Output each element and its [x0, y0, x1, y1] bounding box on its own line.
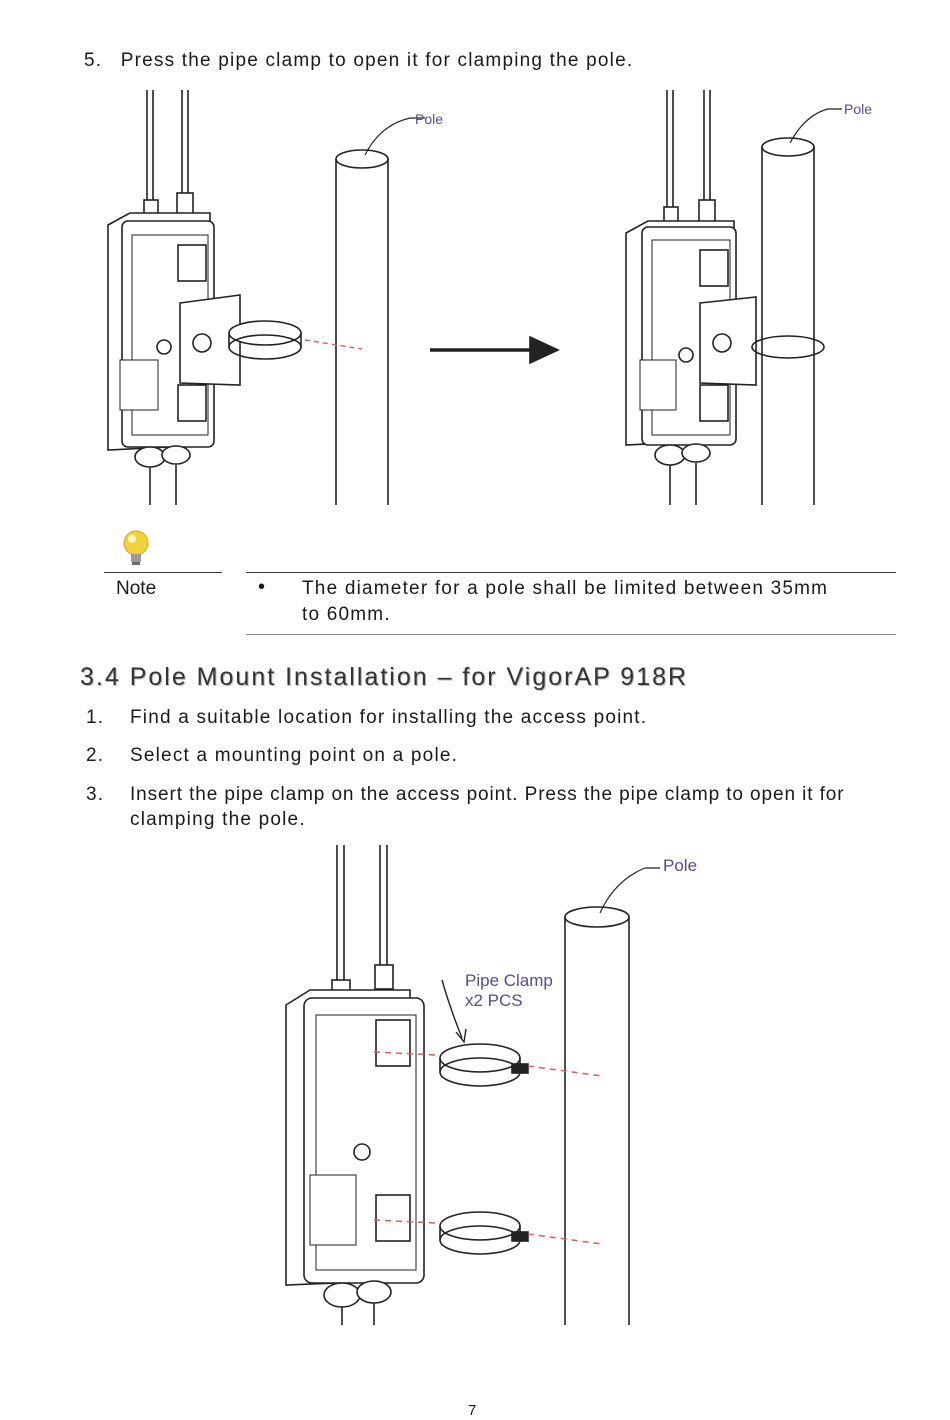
note-text-line-2: to 60mm.	[302, 604, 391, 625]
pipe-clamp-top	[439, 1043, 529, 1087]
step-text: Press the pipe clamp to open it for clam…	[120, 50, 634, 71]
step-number: 2.	[86, 745, 105, 766]
pole-label-right: Pole	[844, 101, 872, 117]
note-bottom-rule	[246, 634, 896, 635]
step-number: 3.	[86, 784, 105, 805]
step-text-continued: clamping the pole.	[130, 809, 306, 830]
page-number: 7	[468, 1402, 477, 1419]
note-bullet: •	[258, 576, 266, 598]
pole-left	[335, 117, 425, 505]
access-point-device-right	[625, 90, 757, 505]
pipe-clamp-bottom	[439, 1211, 529, 1255]
note-text-line-1: The diameter for a pole shall be limited…	[302, 578, 829, 599]
pole-label-left: Pole	[415, 111, 443, 127]
note-label-rule	[104, 572, 222, 573]
pipe-clamp-figure: Pole Pipe Clamp x2 PCS	[285, 845, 697, 1325]
section-heading: 3.4 Pole Mount Installation – for VigorA…	[80, 663, 689, 691]
step-number: 1.	[86, 707, 105, 728]
step-number: 5.	[84, 50, 103, 71]
note-top-rule	[246, 572, 896, 573]
access-point-device	[285, 845, 425, 1325]
step-text: Find a suitable location for installing …	[130, 707, 648, 728]
pole-right	[751, 108, 842, 505]
pipe-clamp-label: Pipe Clamp	[465, 971, 553, 990]
lightbulb-icon	[116, 527, 156, 574]
step-5: 5. Press the pipe clamp to open it for c…	[84, 50, 633, 72]
pole-label: Pole	[663, 856, 697, 875]
note-label: Note	[116, 578, 157, 599]
pipe-clamp-quantity-label: x2 PCS	[465, 991, 523, 1010]
access-point-device-left	[107, 90, 302, 505]
pole	[564, 867, 660, 1325]
step-text: Insert the pipe clamp on the access poin…	[130, 784, 845, 805]
step-text: Select a mounting point on a pole.	[130, 745, 459, 766]
pole-clamp-figure: Pole Pole	[107, 90, 872, 505]
